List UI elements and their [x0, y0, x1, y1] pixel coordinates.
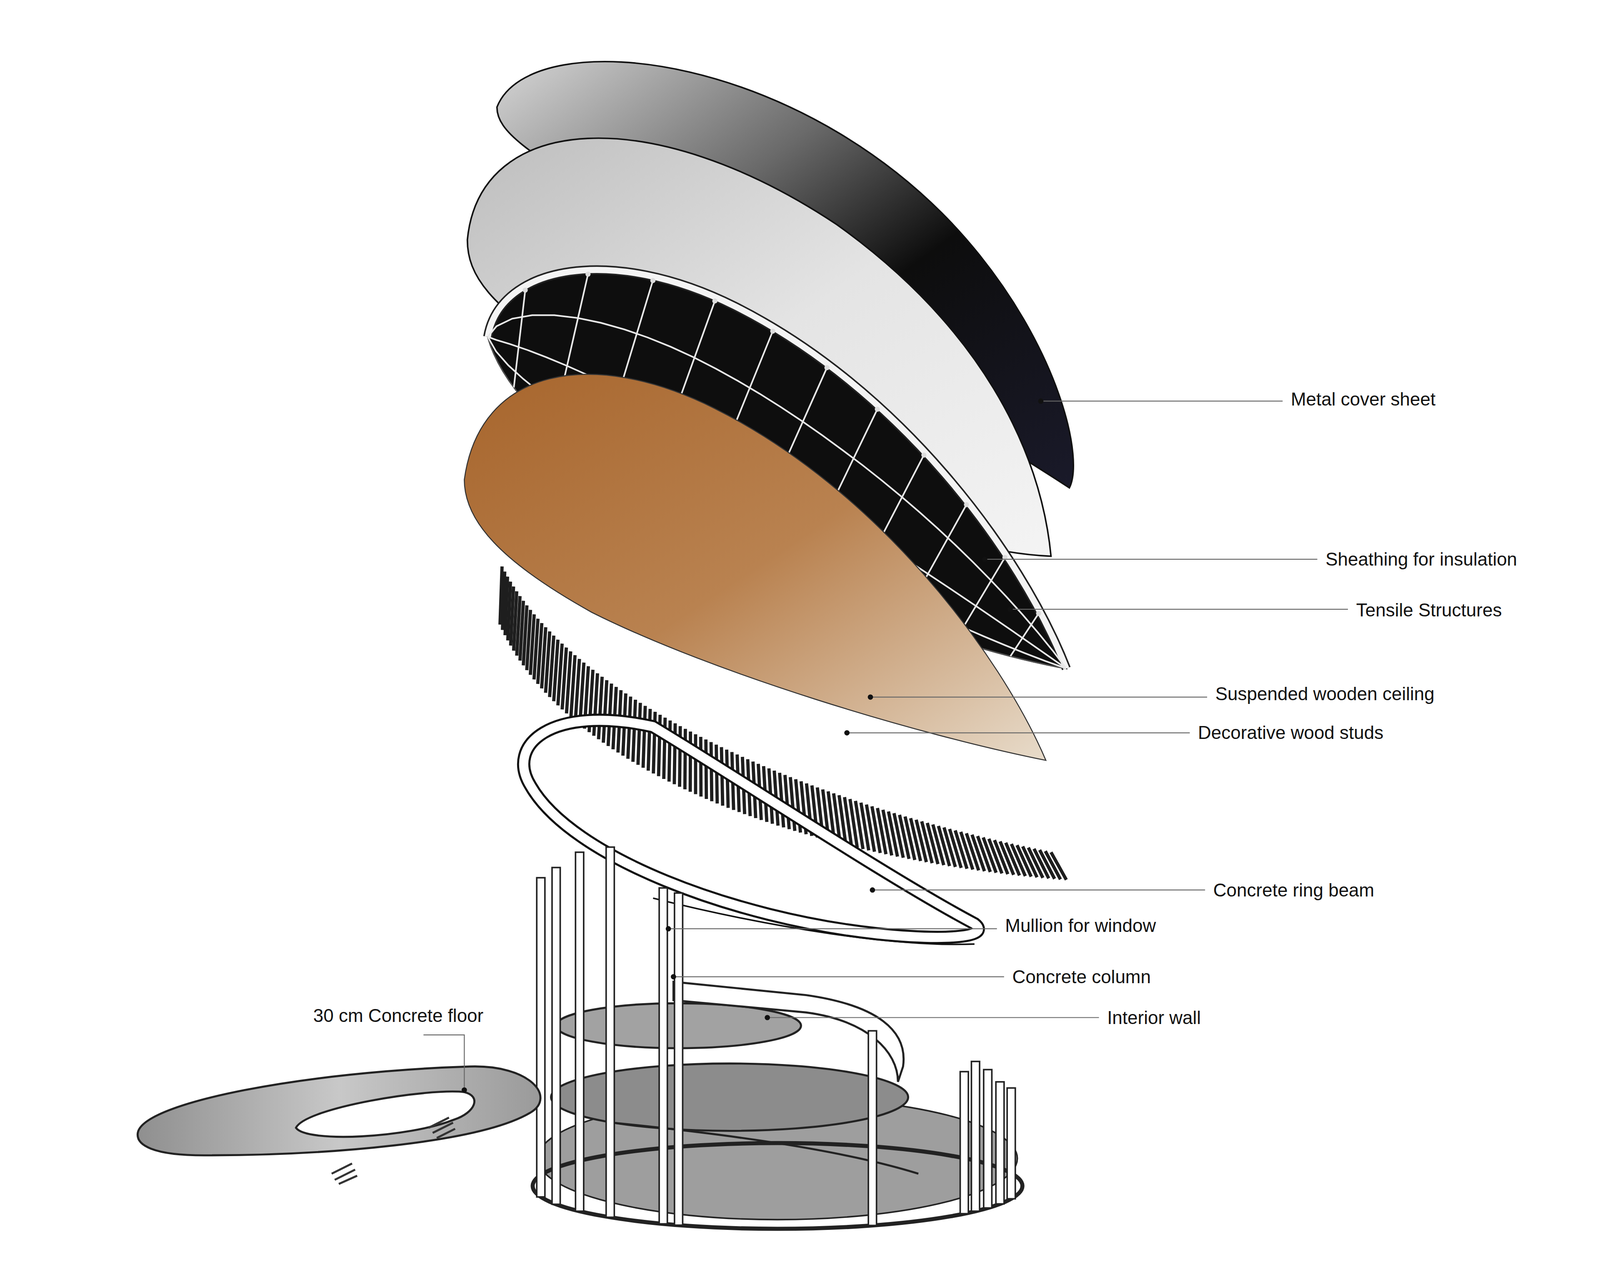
- concrete-column: [1007, 1087, 1016, 1199]
- wood-stud: [566, 651, 571, 714]
- cable-node: [770, 328, 776, 334]
- ring-beam-outline: [523, 720, 979, 938]
- columns: [536, 847, 1016, 1226]
- cable-node: [1036, 610, 1042, 616]
- concrete-column: [971, 1061, 980, 1211]
- wood-stud: [632, 699, 636, 762]
- wood-stud: [562, 647, 567, 710]
- leader-dot: [461, 1087, 468, 1093]
- part-label: Mullion for window: [1005, 915, 1156, 936]
- leader-dot: [867, 694, 874, 700]
- stair-symbol: [331, 1117, 455, 1184]
- concrete-column: [575, 852, 584, 1211]
- concrete-column: [960, 1071, 969, 1214]
- cable-node: [712, 298, 718, 304]
- wood-stud: [570, 655, 575, 718]
- wood-stud: [705, 739, 707, 799]
- leader-line: [984, 558, 1318, 560]
- part-label: 30 cm Concrete floor: [313, 1005, 484, 1026]
- leader-line: [1010, 608, 1348, 610]
- leader-lines: [423, 398, 1348, 1093]
- part-label: Tensile Structures: [1356, 600, 1503, 620]
- leader-line: [847, 732, 1190, 733]
- floor-opening: [295, 1091, 475, 1137]
- leader-dot: [844, 730, 850, 736]
- cable-node: [585, 271, 591, 277]
- wood-stud: [688, 731, 693, 792]
- concrete-column: [606, 847, 615, 1218]
- wood-stud: [637, 702, 641, 765]
- part-label: Metal cover sheet: [1290, 388, 1436, 409]
- middle-floor: [550, 1063, 908, 1131]
- concrete-column: [552, 867, 561, 1205]
- leader-dot: [670, 973, 677, 980]
- leader-line: [668, 927, 998, 929]
- leader-dot: [764, 1014, 770, 1020]
- leader-dot: [665, 925, 672, 932]
- part-label: Concrete ring beam: [1213, 879, 1375, 900]
- concrete-column: [868, 1030, 877, 1225]
- wood-stud: [711, 741, 713, 801]
- concrete-column: [995, 1081, 1005, 1204]
- wood-stud: [575, 658, 580, 721]
- leader-dot: [982, 556, 988, 563]
- leader-dot: [1038, 398, 1044, 404]
- part-label: Interior wall: [1107, 1007, 1201, 1028]
- cable-node: [650, 277, 656, 283]
- cable-node: [875, 406, 880, 412]
- leader-line: [673, 975, 1004, 977]
- wood-stud: [910, 817, 921, 861]
- wood-stud: [1050, 852, 1067, 880]
- wooden-ceiling: [464, 374, 1046, 760]
- part-label: Concrete column: [1012, 966, 1151, 987]
- leader-dot: [1007, 606, 1013, 613]
- wood-stud: [693, 734, 698, 795]
- part-label: Decorative wood studs: [1197, 722, 1384, 743]
- leader-line: [1040, 400, 1283, 402]
- wood-stud: [685, 728, 686, 790]
- cable-node: [963, 502, 969, 508]
- wood-stud: [648, 708, 651, 771]
- cable-node: [522, 287, 528, 293]
- concrete-column: [659, 887, 668, 1224]
- concrete-column: [674, 892, 683, 1225]
- cable-node: [921, 452, 927, 458]
- leader-line: [872, 889, 1205, 890]
- leader-line: [870, 696, 1208, 698]
- part-label: Suspended wooden ceiling: [1215, 683, 1435, 704]
- wood-stud: [598, 676, 603, 740]
- concrete-column: [536, 877, 545, 1197]
- ring-beam: [523, 720, 979, 938]
- wood-stud: [642, 705, 645, 768]
- cable-node: [824, 365, 830, 370]
- concrete-floor-slab: [137, 1066, 541, 1155]
- leader-line: [423, 1034, 465, 1090]
- leader-line: [767, 1016, 1100, 1018]
- leader-dot: [870, 887, 876, 893]
- part-label: Sheathing for insulation: [1325, 549, 1518, 570]
- ring-beam-edge: [652, 897, 975, 945]
- wood-stud: [603, 680, 607, 743]
- wood-stud: [699, 736, 703, 797]
- concrete-column: [983, 1069, 993, 1208]
